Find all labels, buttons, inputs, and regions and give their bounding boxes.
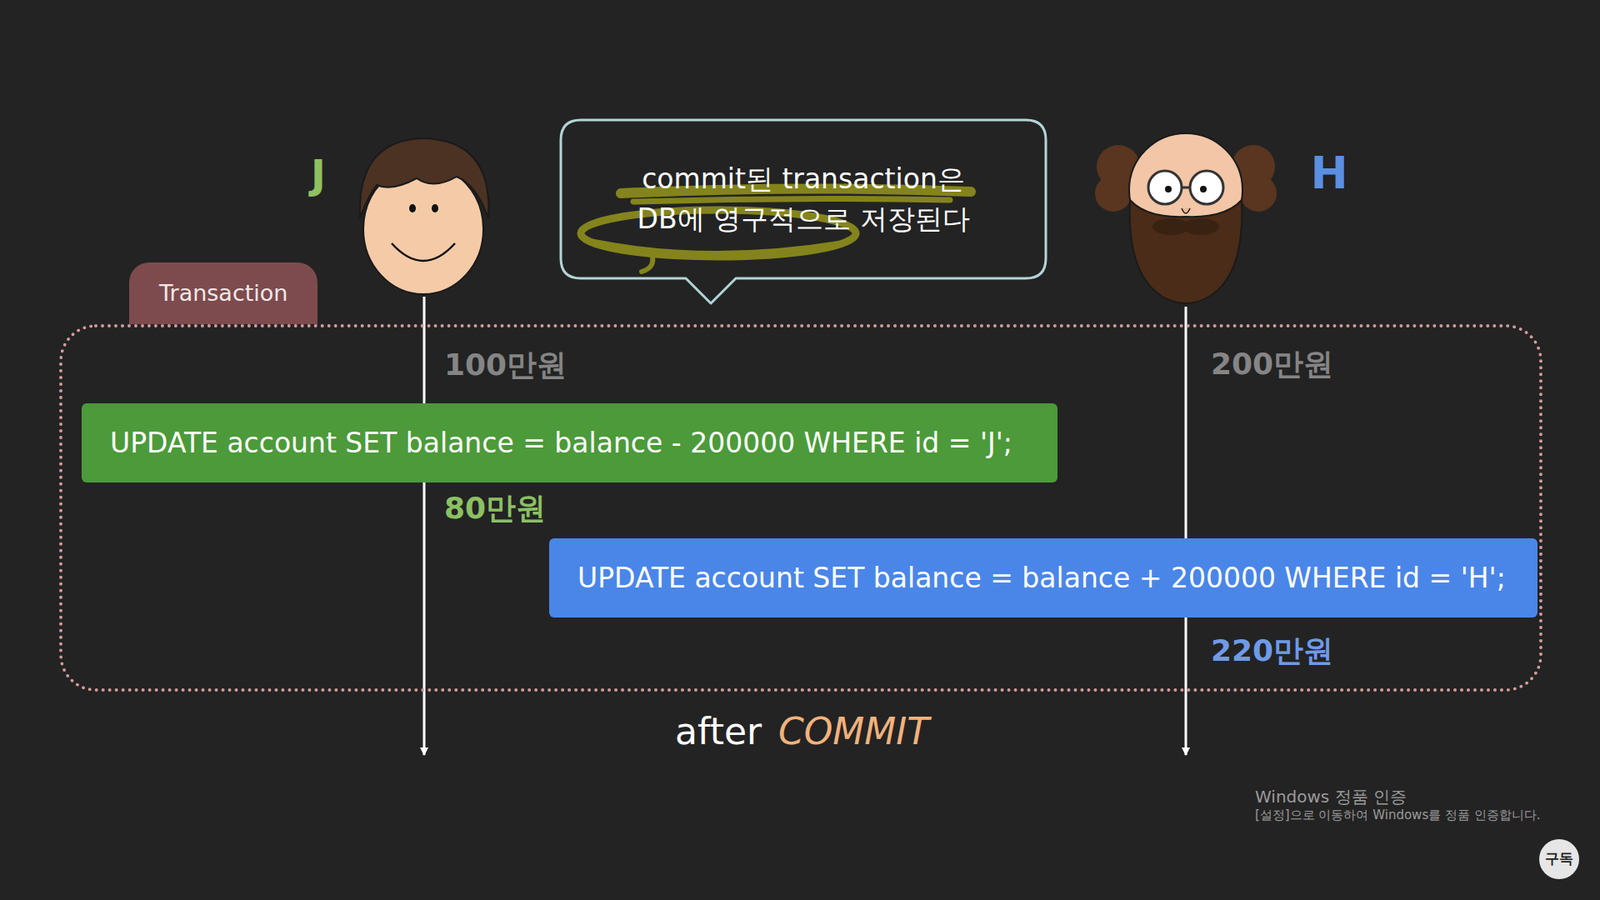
watermark: Windows 정품 인증 (1255, 787, 1407, 807)
timeline-arrow (1185, 306, 1188, 755)
person-j (360, 138, 490, 295)
subscribe-label: 구독 (1545, 850, 1574, 868)
person-name: J (310, 151, 326, 198)
bubble-outline-path (560, 120, 1046, 304)
watermark: [설정]으로 이동하여 Windows를 정품 인증합니다. (1255, 808, 1541, 823)
sql-text: UPDATE account SET balance = balance - 2… (110, 426, 1013, 460)
caption-word: COMMIT (778, 710, 930, 754)
tab-label: Transaction (129, 262, 318, 325)
person-h (1095, 133, 1277, 304)
timeline-arrow (423, 296, 426, 755)
balance-label: 220만원 (1210, 633, 1334, 668)
speech-bubble: commit된 transaction은 DB에 영구적으로 저장된다 (560, 120, 1046, 279)
subscribe-button (1539, 839, 1580, 880)
balance-label: 100만원 (444, 347, 567, 382)
balance-label: 200만원 (1210, 346, 1334, 381)
balance-label: 80만원 (444, 490, 546, 525)
caption-word: after (675, 710, 762, 754)
bubble-text: commit된 transaction은 DB에 영구적으로 저장된다 (624, 159, 983, 240)
person-name: H (1310, 147, 1348, 200)
sql-box: UPDATE account SET balance = balance - 2… (81, 403, 1058, 483)
sql-text: UPDATE account SET balance = balance + 2… (577, 561, 1506, 595)
sql-box: UPDATE account SET balance = balance + 2… (549, 538, 1538, 618)
